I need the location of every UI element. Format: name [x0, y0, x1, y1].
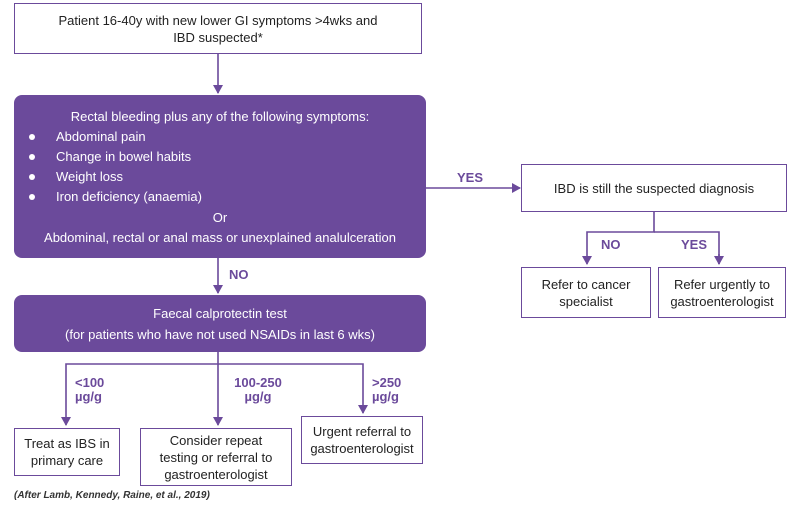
symptoms-or: Or [212, 209, 228, 225]
repeat-test-box: Consider repeat testing or referral to g… [140, 428, 292, 486]
symptom-item: Iron deficiency (anaemia) [14, 187, 426, 207]
urgent-referral-box: Urgent referral to gastroenterologist [301, 416, 423, 464]
label-low-threshold: <100 µg/g [75, 376, 104, 404]
calprotectin-line-1: Faecal calprotectin test [153, 305, 287, 321]
symptoms-list: Abdominal pain Change in bowel habits We… [14, 127, 426, 207]
repeat-line-3: gastroenterologist [164, 466, 268, 482]
repeat-line-1: Consider repeat [169, 432, 263, 448]
label-mid-threshold: 100-250 µg/g [228, 376, 288, 404]
label-no-ibd: NO [601, 237, 621, 252]
symptom-item: Change in bowel habits [14, 147, 426, 167]
connector-calprotectin-high [218, 363, 368, 414]
label-yes-main: YES [457, 170, 484, 185]
calprotectin-box: Faecal calprotectin test (for patients w… [14, 295, 426, 352]
urgent-gastro-box: Refer urgently to gastroenterologist [658, 267, 786, 318]
label-mid-unit: µg/g [244, 389, 272, 404]
cancer-line-2: specialist [559, 293, 613, 309]
ibd-suspected-box: IBD is still the suspected diagnosis [521, 164, 787, 212]
symptoms-header: Rectal bleeding plus any of the followin… [70, 108, 370, 124]
citation: (After Lamb, Kennedy, Raine, et al., 201… [14, 490, 210, 501]
symptoms-alternative: Abdominal, rectal or anal mass or unexpl… [44, 229, 396, 245]
label-low-unit: µg/g [75, 389, 102, 404]
connector-calprotectin-split [61, 352, 219, 426]
symptom-item: Weight loss [14, 167, 426, 187]
label-yes-ibd: YES [681, 237, 708, 252]
connector-ibd-yes [654, 231, 720, 264]
start-line-2: IBD suspected* [173, 29, 263, 45]
label-no-main: NO [229, 267, 249, 282]
urgent-gastro-line-2: gastroenterologist [670, 293, 774, 309]
cancer-referral-box: Refer to cancer specialist [521, 267, 651, 318]
connector-ibd-split [582, 212, 655, 265]
label-high-threshold: >250 µg/g [372, 376, 401, 404]
label-mid-value: 100-250 [234, 375, 282, 390]
symptoms-box: Rectal bleeding plus any of the followin… [14, 95, 426, 258]
label-high-unit: µg/g [372, 389, 399, 404]
calprotectin-line-2: (for patients who have not used NSAIDs i… [65, 326, 375, 342]
start-line-1: Patient 16-40y with new lower GI symptom… [58, 12, 378, 28]
ibs-line-1: Treat as IBS in [24, 436, 110, 451]
symptom-item: Abdominal pain [14, 127, 426, 147]
repeat-line-2: testing or referral to [159, 449, 273, 465]
start-box: Patient 16-40y with new lower GI symptom… [14, 3, 422, 54]
label-low-value: <100 [75, 375, 105, 390]
ibd-suspected-text: IBD is still the suspected diagnosis [553, 180, 755, 196]
ibs-box: Treat as IBS in primary care [14, 428, 120, 476]
urgent-referral-line-2: gastroenterologist [310, 441, 414, 456]
urgent-referral-line-1: Urgent referral to [312, 424, 412, 439]
cancer-line-1: Refer to cancer [541, 276, 631, 292]
label-high-value: >250 [372, 375, 402, 390]
urgent-gastro-line-1: Refer urgently to [673, 276, 771, 292]
ibs-line-2: primary care [30, 453, 104, 468]
